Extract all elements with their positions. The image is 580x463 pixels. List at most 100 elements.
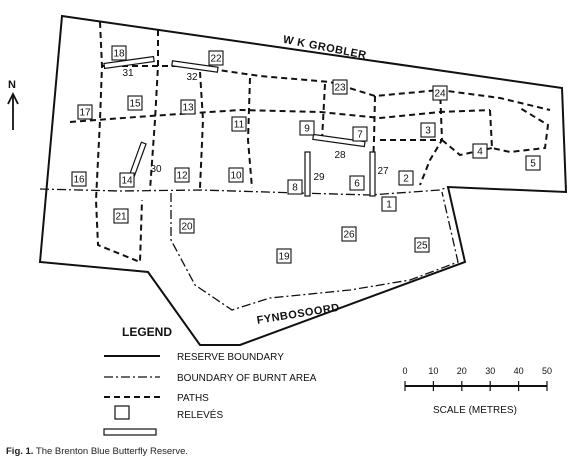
releve-number: 8: [292, 183, 298, 194]
burnt-area-boundary: [39, 186, 449, 196]
releve-number: 21: [115, 212, 127, 223]
releve-number: 4: [477, 147, 483, 158]
releve-number: 18: [113, 49, 125, 60]
road-label-grobler: W K GROBLER: [282, 34, 368, 62]
releve-box: [349, 175, 365, 191]
transect-27: [369, 151, 376, 197]
scale-tick-label: 20: [457, 366, 467, 376]
scale-tick-label: 0: [402, 366, 407, 376]
releve-number: 20: [181, 222, 193, 233]
releve-14: 14: [119, 172, 135, 188]
releve-box: [111, 45, 127, 61]
releve-number: 11: [234, 120, 245, 131]
releve-box: [180, 99, 196, 115]
north-arrow: N: [7, 79, 19, 130]
transects: [103, 55, 376, 197]
releve-number: 26: [343, 230, 355, 241]
releve-15: 15: [127, 95, 143, 111]
releve-number: 2: [403, 174, 409, 185]
scale-tick-label: 50: [542, 366, 552, 376]
releve-2: 2: [398, 170, 414, 186]
transect-number-31: 31: [122, 68, 134, 79]
releve-number: 10: [230, 171, 242, 182]
scale-tick-label: 40: [514, 366, 524, 376]
legend-item-burnt: BOUNDARY OF BURNT AREA: [177, 373, 317, 384]
releve-box: [208, 50, 224, 66]
releve-number: 7: [357, 130, 363, 141]
releve-number: 22: [210, 54, 222, 65]
releve-box: [119, 172, 135, 188]
releve-16: 16: [71, 171, 87, 187]
releve-23: 23: [332, 79, 348, 95]
legend-item-releves: RELEVÉS: [177, 408, 223, 421]
releve-box: [381, 196, 397, 212]
releve-18: 18: [111, 45, 127, 61]
releve-box: [276, 248, 292, 264]
burnt-area-boundary-south: [170, 191, 459, 311]
transect-number-30: 30: [150, 164, 162, 175]
transect-number-32: 32: [186, 72, 198, 83]
releve-box: [231, 116, 247, 132]
reserve-boundary: [38, 14, 568, 346]
releve-number: 24: [434, 89, 446, 100]
releve-11: 11: [231, 116, 247, 132]
releve-number: 1: [386, 200, 392, 211]
releve-box: [113, 208, 129, 224]
releve-box: [228, 167, 244, 183]
releve-box: [174, 167, 190, 183]
releve-box: [525, 155, 541, 171]
releve-number: 12: [176, 171, 188, 182]
releve-10: 10: [228, 167, 244, 183]
releve-number: 15: [129, 99, 141, 110]
releve-box: [299, 120, 315, 136]
releve-1: 1: [381, 196, 397, 212]
releve-box: [77, 104, 93, 120]
legend-title: LEGEND: [122, 325, 172, 339]
legend-item-reserve: RESERVE BOUNDARY: [177, 352, 284, 363]
legend-item-paths: PATHS: [177, 393, 209, 404]
caption-text: The Brenton Blue Butterfly Reserve.: [33, 446, 188, 457]
figure-caption: Fig. 1. The Brenton Blue Butterfly Reser…: [6, 446, 188, 457]
releve-box: [287, 179, 303, 195]
releve-22: 22: [208, 50, 224, 66]
releve-12: 12: [174, 167, 190, 183]
releve-box: [179, 218, 195, 234]
releve-box: [332, 79, 348, 95]
releve-box: [432, 85, 448, 101]
releve-box: [341, 226, 357, 242]
releve-box: [352, 126, 368, 142]
paths: [69, 21, 551, 264]
releve-number: 16: [73, 175, 85, 186]
releve-3: 3: [420, 122, 436, 138]
caption-prefix: Fig. 1.: [6, 446, 34, 457]
releve-6: 6: [349, 175, 365, 191]
releve-number: 9: [304, 124, 310, 135]
releve-number: 25: [416, 241, 428, 252]
releve-26: 26: [341, 226, 357, 242]
releve-number: 3: [425, 126, 431, 137]
releve-17: 17: [77, 104, 93, 120]
releve-box: [420, 122, 436, 138]
transect-number-27: 27: [377, 166, 389, 177]
releve-box: [398, 170, 414, 186]
scale-tick-label: 10: [428, 366, 438, 376]
releve-7: 7: [352, 126, 368, 142]
releve-24: 24: [432, 85, 448, 101]
releve-box: [71, 171, 87, 187]
transect-number-28: 28: [334, 150, 346, 161]
transect-28: [312, 133, 366, 148]
releve-number: 19: [278, 252, 290, 263]
transect-29: [304, 151, 311, 197]
scale-tick-label: 30: [485, 366, 495, 376]
releve-9: 9: [299, 120, 315, 136]
releve-box: [414, 237, 430, 253]
releve-number: 23: [334, 83, 346, 94]
releve-number: 5: [530, 159, 536, 170]
releve-number: 17: [79, 108, 91, 119]
legend-swatch-transect: [103, 428, 157, 436]
releve-box: [127, 95, 143, 111]
releve-box: [472, 143, 488, 159]
